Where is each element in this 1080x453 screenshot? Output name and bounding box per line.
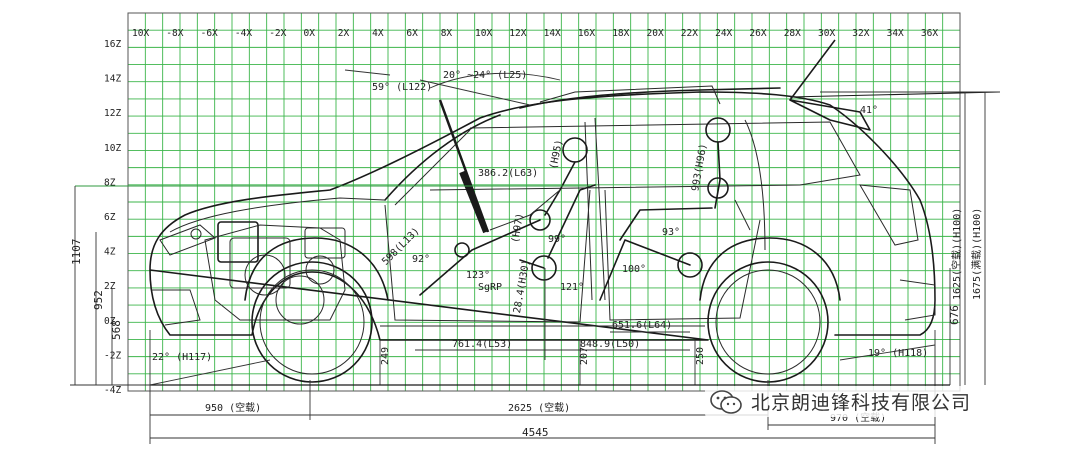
- label-angle-121: 121°: [560, 282, 584, 293]
- y-tick-label: 6Z: [104, 212, 116, 223]
- label-4545: 4545: [522, 426, 549, 439]
- label-1675: 1675(满载)(H100): [971, 208, 983, 300]
- label-l122: 59° (L122): [372, 82, 432, 93]
- x-tick-label: 30X: [818, 28, 835, 39]
- x-tick-label: 4X: [372, 28, 384, 39]
- label-676: 676: [948, 305, 961, 325]
- label-angle-92: 92°: [412, 254, 430, 265]
- y-tick-label: 8Z: [104, 177, 116, 188]
- label-l64: 651.6(L64): [612, 320, 672, 331]
- label-l63: 386.2(L63): [478, 168, 538, 179]
- x-tick-label: 0X: [304, 28, 316, 39]
- x-tick-label: 26X: [749, 28, 766, 39]
- x-tick-label: 28X: [784, 28, 801, 39]
- y-axis-ticks: 16Z 14Z 12Z 10Z 8Z 6Z 4Z 2Z 0Z -2Z -4Z: [104, 39, 121, 396]
- label-1107: 1107: [70, 239, 83, 266]
- label-rear-angle: 41°: [860, 105, 878, 116]
- steering-wheel: [438, 99, 490, 234]
- label-l53: 761.4(L53): [452, 339, 512, 350]
- label-568: 568: [110, 320, 123, 340]
- grid-frame: [127, 12, 961, 392]
- label-h95: (H95): [548, 139, 565, 171]
- wechat-icon: [710, 389, 742, 414]
- x-tick-label: 8X: [441, 28, 453, 39]
- x-tick-label: -2X: [269, 28, 286, 39]
- y-tick-label: 10Z: [104, 143, 121, 154]
- x-tick-label: -8X: [166, 28, 183, 39]
- y-tick-label: 0Z: [104, 316, 116, 327]
- y-tick-label: -4Z: [104, 385, 121, 396]
- label-1625: 1625(空载)(H100): [950, 208, 963, 300]
- y-tick-label: 4Z: [104, 247, 116, 258]
- x-tick-label: 22X: [681, 28, 698, 39]
- label-h117: 22° (H117): [152, 352, 212, 363]
- x-tick-label: 14X: [544, 28, 561, 39]
- label-angle-100: 100°: [622, 264, 646, 275]
- y-tick-label: 14Z: [104, 74, 121, 85]
- label-249: 249: [380, 347, 391, 365]
- x-tick-label: -6X: [201, 28, 218, 39]
- label-h97: (H97): [510, 212, 526, 244]
- x-tick-label: 24X: [715, 28, 732, 39]
- label-l61: 28.4(H30): [512, 259, 532, 314]
- car-outline: [149, 85, 936, 341]
- reference-grid: [127, 12, 961, 392]
- watermark: 北京朗迪锋科技有限公司: [705, 386, 980, 417]
- x-tick-label: 34X: [887, 28, 904, 39]
- front-occupant: [419, 137, 596, 296]
- front-wheel: [251, 261, 373, 383]
- x-tick-label: -4X: [235, 28, 252, 39]
- x-tick-label: 12X: [509, 28, 526, 39]
- x-tick-label: 10X: [132, 28, 149, 39]
- label-207: 207: [579, 347, 590, 365]
- label-h118: 19° (H118): [868, 348, 928, 359]
- label-angle-123: 123°: [466, 270, 490, 281]
- x-tick-label: 16X: [578, 28, 595, 39]
- label-950: 950 (空载): [205, 401, 261, 414]
- rear-occupant: [599, 117, 751, 301]
- label-angle-99: 99°: [548, 234, 566, 245]
- engine-assembly: [190, 221, 346, 325]
- x-tick-label: 20X: [647, 28, 664, 39]
- label-952: 952: [92, 290, 105, 310]
- label-sgrp: SgRP: [478, 282, 502, 293]
- label-2625: 2625 (空载): [508, 401, 570, 414]
- x-tick-label: 18X: [612, 28, 629, 39]
- x-tick-label: 2X: [338, 28, 350, 39]
- x-axis-ticks: 10X -8X -6X -4X -2X 0X 2X 4X 6X 8X 10X 12X 14X 16X 18X…: [132, 28, 938, 39]
- y-tick-label: 12Z: [104, 108, 121, 119]
- y-tick-label: -2Z: [104, 350, 121, 361]
- watermark-text: 北京朗迪锋科技有限公司: [751, 392, 972, 414]
- label-angle-93: 93°: [662, 227, 680, 238]
- x-tick-label: 6X: [406, 28, 418, 39]
- y-tick-label: 2Z: [104, 281, 116, 292]
- y-tick-label: 16Z: [104, 39, 121, 50]
- label-250: 250: [695, 347, 706, 365]
- sight-lines: [75, 39, 1001, 187]
- x-tick-label: 10X: [475, 28, 492, 39]
- label-l50: 848.9(L50): [580, 339, 640, 350]
- x-tick-label: 36X: [921, 28, 938, 39]
- label-l25: 20° ~24° (L25): [443, 70, 527, 81]
- x-tick-label: 32X: [852, 28, 869, 39]
